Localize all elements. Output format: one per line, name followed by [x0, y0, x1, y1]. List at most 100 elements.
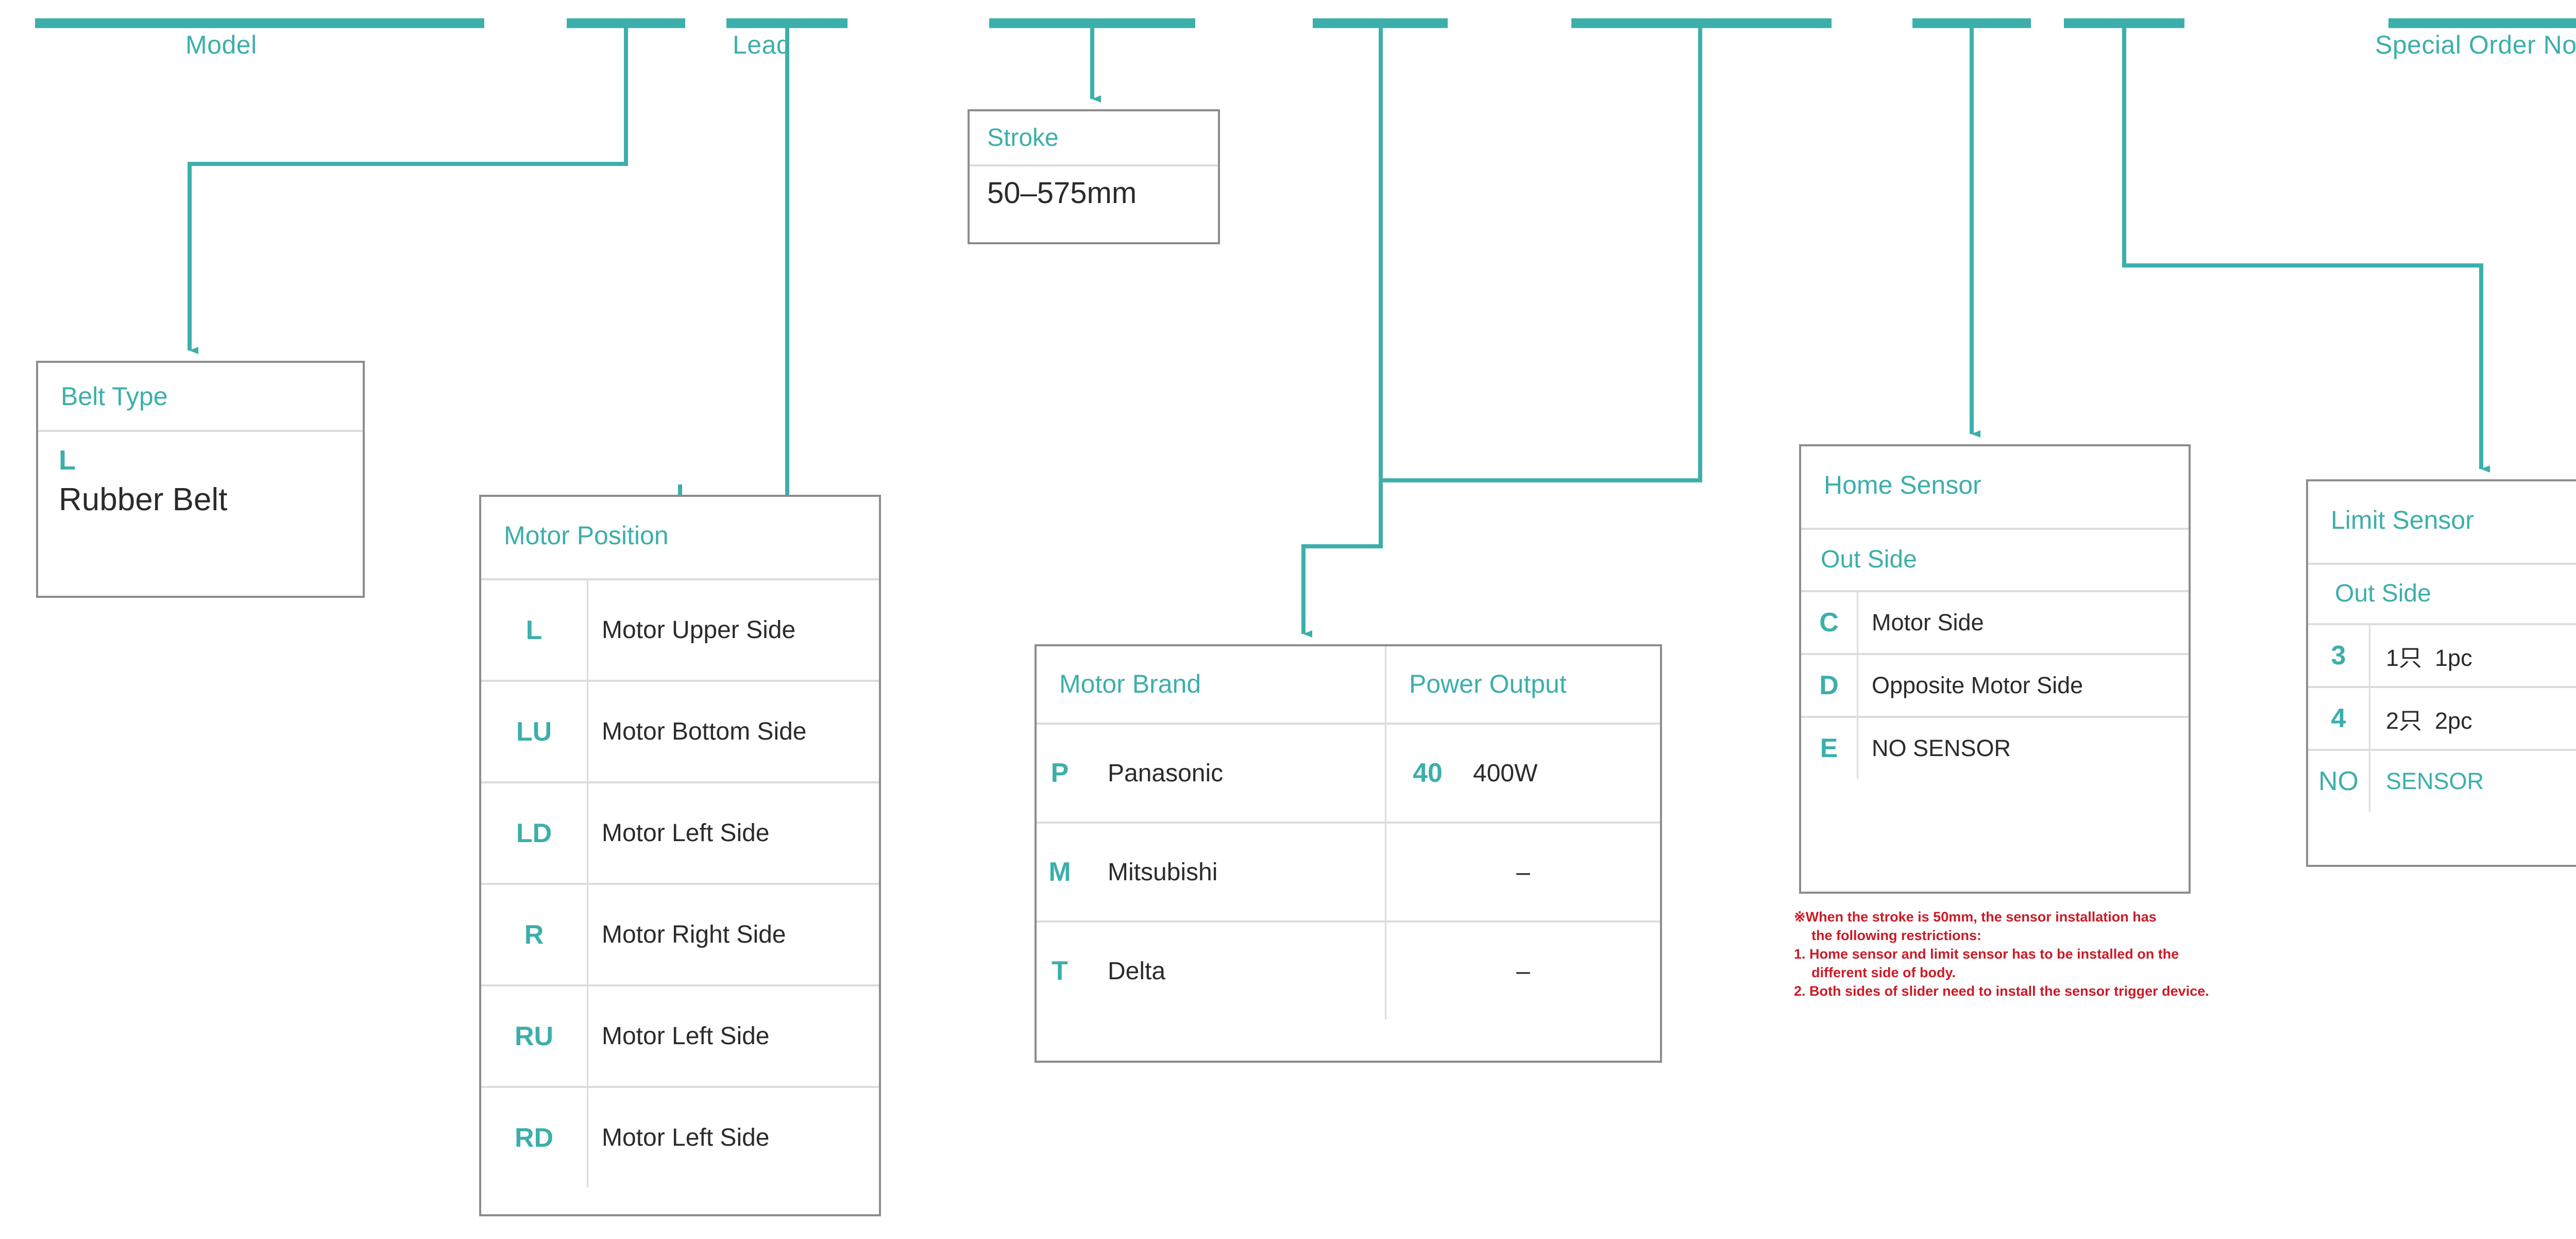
divider [481, 1086, 879, 1088]
divider [1037, 723, 1660, 725]
table-row: M Mitsubishi – [1037, 824, 1660, 920]
note-number-2: 2. [1794, 983, 1806, 999]
row-code: E [1820, 733, 1838, 763]
sensor-restriction-note: ※When the stroke is 50mm, the sensor ins… [1794, 908, 2335, 1001]
divider [1801, 716, 2189, 718]
note-text: Both sides of slider need to install the… [1809, 983, 2209, 999]
stroke-box: Stroke 50–575mm [968, 109, 1220, 244]
home-sensor-subheader: Out Side [1821, 546, 1917, 573]
divider [1037, 822, 1660, 824]
divider [1801, 590, 2189, 592]
note-line-3: 1. Home sensor and limit sensor has to b… [1794, 945, 2335, 964]
table-row: NO SENSOR [2308, 751, 2576, 812]
divider [2308, 623, 2576, 625]
row-description: 2只 2pc [2369, 688, 2576, 749]
divider [481, 984, 879, 986]
table-row: LU Motor Bottom Side [481, 682, 879, 781]
note-line-1: ※When the stroke is 50mm, the sensor ins… [1794, 908, 2335, 927]
motor-brand-header: Motor Brand [1059, 669, 1201, 698]
note-text: Home sensor and limit sensor has to be i… [1809, 946, 2179, 962]
limit-sensor-header: Limit Sensor [2331, 506, 2474, 534]
note-line-4: different side of body. [1811, 964, 1956, 980]
stroke-header: Stroke [987, 124, 1059, 152]
wire-model-to-belt-type [188, 23, 628, 354]
table-row: 4 2只 2pc [2308, 688, 2576, 749]
divider [481, 578, 879, 580]
table-row: LD Motor Left Side [481, 783, 879, 883]
row-code: LD [516, 818, 552, 848]
divider [2308, 749, 2576, 751]
row-code: L [526, 615, 543, 645]
table-row: RU Motor Left Side [481, 986, 879, 1086]
note-text: When the stroke is 50mm, the sensor inst… [1805, 909, 2157, 925]
belt-type-box: Belt Type L Rubber Belt [36, 361, 365, 598]
table-row: E NO SENSOR [1801, 718, 2189, 779]
row-description: Motor Left Side [587, 1088, 879, 1187]
divider [38, 430, 363, 432]
row-brand: Mitsubishi [1108, 858, 1218, 886]
motor-brand-header-row: Motor Brand Power Output [1037, 646, 1660, 723]
belt-type-code: L [59, 445, 76, 476]
top-label-lead: Lead [733, 30, 791, 59]
wire-power-output-join [1381, 23, 1702, 482]
wire-to-motor-brand [1301, 23, 1383, 638]
row-code: P [1050, 758, 1069, 788]
row-code: RD [514, 1123, 554, 1153]
row-description: Motor Left Side [587, 986, 879, 1086]
row-description: SENSOR [2369, 751, 2576, 812]
note-number-1: 1. [1794, 946, 1806, 962]
row-brand: Delta [1108, 957, 1166, 985]
row-code: C [1819, 608, 1839, 638]
limit-sensor-subheader: Out Side [2335, 580, 2431, 607]
row-description: Motor Right Side [587, 885, 879, 984]
row-description: Motor Bottom Side [587, 682, 879, 781]
row-code: M [1048, 857, 1071, 887]
note-line-2: the following restrictions: [1811, 927, 1982, 943]
row-code: RU [514, 1021, 554, 1051]
table-row: T Delta – [1037, 923, 1660, 1019]
table-row: 3 1只 1pc [2308, 625, 2576, 686]
wire-to-limit-sensor [2122, 23, 2490, 473]
row-description: 1只 1pc [2369, 625, 2576, 686]
row-description: Opposite Motor Side [1857, 655, 2189, 716]
note-line-5: 2. Both sides of slider need to install … [1794, 982, 2335, 1001]
divider [1801, 653, 2189, 655]
row-code: 4 [2331, 704, 2346, 733]
motor-position-header: Motor Position [504, 521, 669, 550]
table-row: P Panasonic 40 400W [1037, 725, 1660, 822]
row-power-dash: – [1385, 824, 1660, 920]
divider [970, 164, 1218, 166]
belt-type-description: Rubber Belt [59, 482, 228, 517]
stroke-value: 50–575mm [987, 176, 1137, 210]
divider [2308, 686, 2576, 688]
row-power-dash: – [1385, 923, 1660, 1019]
row-power-code: 40 [1385, 725, 1469, 822]
table-row: L Motor Upper Side [481, 580, 879, 680]
row-code: NO [2318, 766, 2359, 796]
divider [1037, 920, 1660, 923]
divider [2308, 563, 2576, 565]
divider [481, 781, 879, 783]
home-sensor-box: Home Sensor Out Side C Motor Side D Oppo… [1799, 444, 2191, 894]
row-code: T [1052, 956, 1068, 986]
top-label-special-order-no: Special Order No. [2375, 30, 2576, 59]
limit-sensor-box: Limit Sensor Out Side 3 1只 1pc 4 2只 2pc … [2306, 479, 2576, 867]
divider [481, 680, 879, 682]
divider [481, 883, 879, 885]
motor-brand-box: Motor Brand Power Output P Panasonic 40 … [1035, 644, 1662, 1063]
row-power-description: 400W [1473, 759, 1538, 787]
table-row: D Opposite Motor Side [1801, 655, 2189, 716]
row-description: Motor Upper Side [587, 580, 879, 680]
row-code: D [1819, 671, 1839, 700]
belt-type-header: Belt Type [61, 382, 168, 411]
row-code: LU [516, 716, 552, 747]
table-row: R Motor Right Side [481, 885, 879, 984]
table-row: C Motor Side [1801, 592, 2189, 653]
home-sensor-header: Home Sensor [1824, 471, 1981, 499]
row-description: Motor Left Side [587, 783, 879, 883]
row-brand: Panasonic [1108, 759, 1224, 787]
table-row: RD Motor Left Side [481, 1088, 879, 1187]
row-code: 3 [2331, 641, 2346, 671]
divider [1801, 528, 2189, 530]
